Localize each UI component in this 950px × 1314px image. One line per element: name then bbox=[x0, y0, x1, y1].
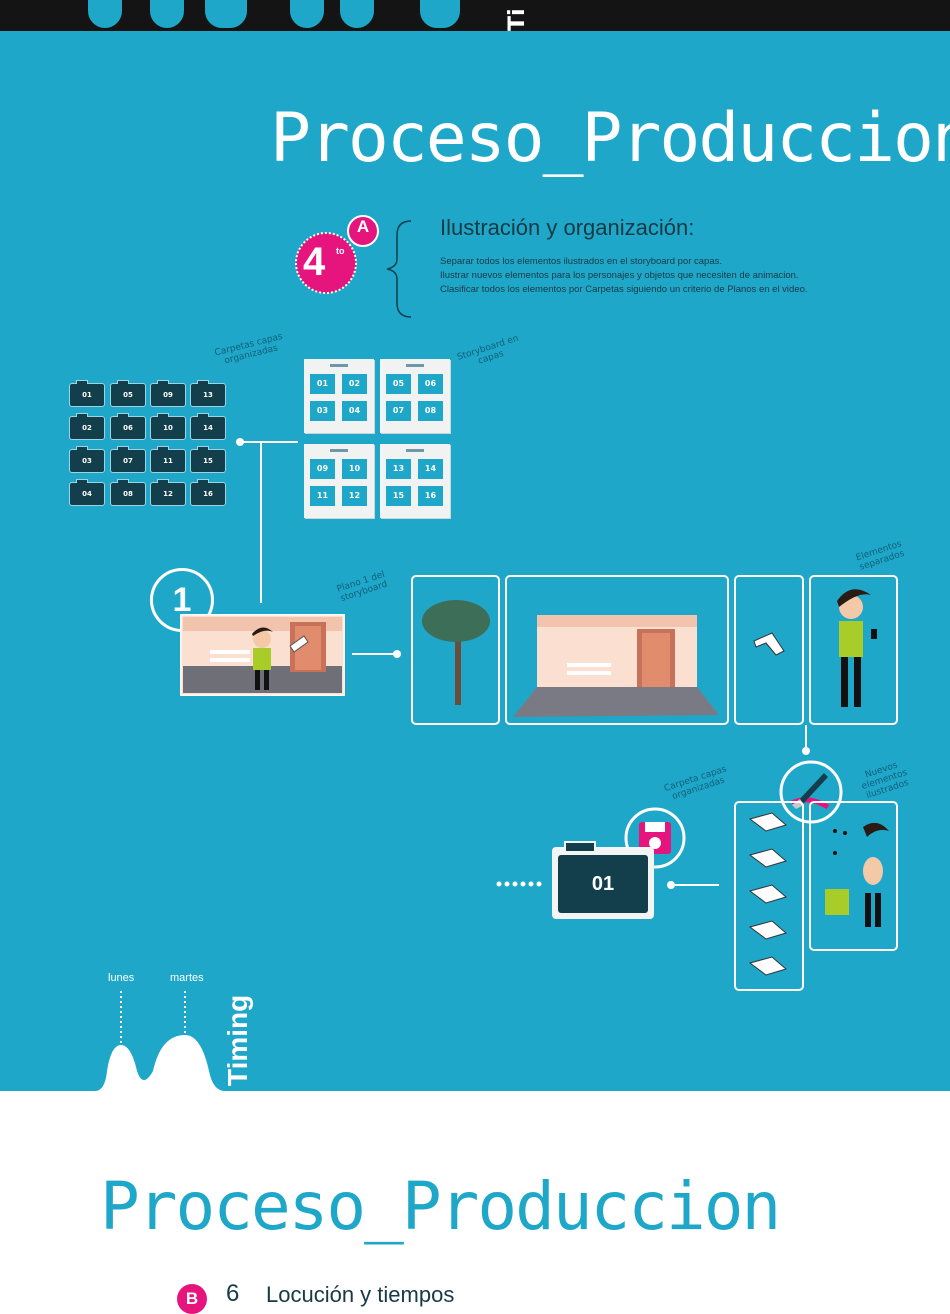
step-line: Separar todos los elementos ilustrados e… bbox=[440, 256, 722, 267]
brace-icon bbox=[386, 220, 412, 318]
sheet-cell: 14 bbox=[418, 459, 443, 479]
step-heading: Ilustración y organización: bbox=[440, 215, 695, 240]
connector-dot bbox=[802, 747, 810, 755]
drip-shape bbox=[88, 0, 122, 28]
sheet-header bbox=[330, 364, 348, 367]
second-title: Proceso_Produccion bbox=[100, 1168, 781, 1245]
drip-shape bbox=[340, 0, 374, 28]
note-nuevos-elementos: Nuevos elementos ilustrados bbox=[860, 760, 911, 802]
big-folder[interactable]: 01 bbox=[552, 841, 654, 919]
bird-poses-illustration bbox=[748, 812, 788, 976]
drip-shape bbox=[420, 0, 460, 28]
step-description: Separar todos los elementos ilustrados e… bbox=[440, 255, 860, 297]
next-step-heading: Locución y tiempos bbox=[266, 1282, 455, 1307]
folder-grid: 01 05 09 13 02 06 10 14 03 07 11 15 04 0… bbox=[0, 31, 950, 531]
sheet-cell: 15 bbox=[386, 486, 411, 506]
sheet-cell: 07 bbox=[386, 401, 411, 421]
layer-folder[interactable]: 07 bbox=[110, 446, 146, 473]
layer-folder[interactable]: 06 bbox=[110, 413, 146, 440]
drip-shape bbox=[205, 0, 247, 28]
top-bar: Ti bbox=[0, 0, 950, 31]
timing-day: lunes bbox=[108, 972, 135, 984]
connector-line bbox=[671, 884, 719, 886]
connector-dot bbox=[393, 650, 401, 658]
step-number: 4 bbox=[303, 240, 326, 284]
layer-folder[interactable]: 15 bbox=[190, 446, 226, 473]
sheet-header bbox=[406, 449, 424, 452]
sheet-header bbox=[330, 449, 348, 452]
sheet-cell: 01 bbox=[310, 374, 335, 394]
drip-shape bbox=[290, 0, 324, 28]
layer-folder[interactable]: 02 bbox=[69, 413, 105, 440]
note-plano1: Plano 1 del storyboard bbox=[335, 569, 389, 605]
connector-line bbox=[240, 441, 298, 443]
layer-folder[interactable]: 09 bbox=[150, 380, 186, 407]
element-frame-bird-poses[interactable] bbox=[734, 801, 804, 991]
storyboard-sheet[interactable]: 05 06 07 08 bbox=[380, 359, 450, 433]
sheet-cell: 10 bbox=[342, 459, 367, 479]
top-bar-label: Ti bbox=[505, 8, 530, 31]
sheet-cell: 03 bbox=[310, 401, 335, 421]
note-elementos-separados: Elementos separados bbox=[854, 539, 906, 573]
layer-folder[interactable]: 14 bbox=[190, 413, 226, 440]
sheet-cell: 11 bbox=[310, 486, 335, 506]
connector-line bbox=[805, 725, 807, 749]
sheet-cell: 13 bbox=[386, 459, 411, 479]
layer-folder[interactable]: 11 bbox=[150, 446, 186, 473]
sheet-cell: 04 bbox=[342, 401, 367, 421]
layer-folder[interactable]: 03 bbox=[69, 446, 105, 473]
storyboard-sheet[interactable]: 01 02 03 04 bbox=[304, 359, 374, 433]
sheet-cell: 12 bbox=[342, 486, 367, 506]
storyboard-sheet[interactable]: 09 10 11 12 bbox=[304, 444, 374, 518]
drip-shape bbox=[150, 0, 184, 28]
layer-folder[interactable]: 10 bbox=[150, 413, 186, 440]
dotted-trail bbox=[496, 881, 542, 887]
connector-line bbox=[260, 441, 262, 603]
sheet-cell: 06 bbox=[418, 374, 443, 394]
tree-illustration bbox=[422, 600, 490, 705]
bird-illustration bbox=[753, 632, 785, 656]
layer-folder[interactable]: 12 bbox=[150, 479, 186, 506]
step-number-suffix: to bbox=[336, 246, 345, 256]
element-frame-character[interactable] bbox=[809, 575, 898, 725]
connector-line bbox=[352, 653, 396, 655]
element-frame-character-parts[interactable] bbox=[809, 801, 898, 951]
sheet-header bbox=[406, 364, 424, 367]
big-folder-label: 01 bbox=[558, 855, 648, 913]
note-carpeta-capas: Carpeta capas organizadas bbox=[662, 764, 728, 802]
storyboard-sheet[interactable]: 13 14 15 16 bbox=[380, 444, 450, 518]
process-panel: Proceso_Produccion 4 to A Ilustración y … bbox=[0, 31, 950, 1091]
big-folder-tab bbox=[564, 841, 596, 851]
layer-folder[interactable]: 13 bbox=[190, 380, 226, 407]
next-step-badge: B bbox=[177, 1284, 207, 1314]
sheet-cell: 09 bbox=[310, 459, 335, 479]
step-line: Ilustrar nuevos elementos para los perso… bbox=[440, 270, 799, 281]
step-badge bbox=[295, 215, 379, 294]
step-letter: A bbox=[356, 217, 370, 236]
background-illustration bbox=[513, 615, 719, 717]
next-step-number: 6 bbox=[226, 1280, 240, 1307]
sheet-cell: 08 bbox=[418, 401, 443, 421]
layer-folder[interactable]: 16 bbox=[190, 479, 226, 506]
character-parts-illustration bbox=[825, 822, 889, 927]
page-title: Proceso_Produccion bbox=[270, 99, 950, 178]
element-frame-bird[interactable] bbox=[734, 575, 804, 725]
sheet-cell: 05 bbox=[386, 374, 411, 394]
timing-day: martes bbox=[170, 972, 204, 984]
sheet-cell: 02 bbox=[342, 374, 367, 394]
element-frame-background[interactable] bbox=[505, 575, 729, 725]
step-line: Clasificar todos los elementos por Carpe… bbox=[440, 284, 808, 295]
layer-folder[interactable]: 05 bbox=[110, 380, 146, 407]
sheet-cell: 16 bbox=[418, 486, 443, 506]
scene-thumbnail[interactable] bbox=[180, 614, 345, 696]
timing-title: Timing bbox=[222, 994, 253, 1086]
timing-graph bbox=[95, 991, 225, 1091]
element-frame-tree[interactable] bbox=[411, 575, 500, 725]
layer-folder[interactable]: 01 bbox=[69, 380, 105, 407]
layer-folder[interactable]: 04 bbox=[69, 479, 105, 506]
character-illustration bbox=[837, 589, 877, 707]
layer-folder[interactable]: 08 bbox=[110, 479, 146, 506]
